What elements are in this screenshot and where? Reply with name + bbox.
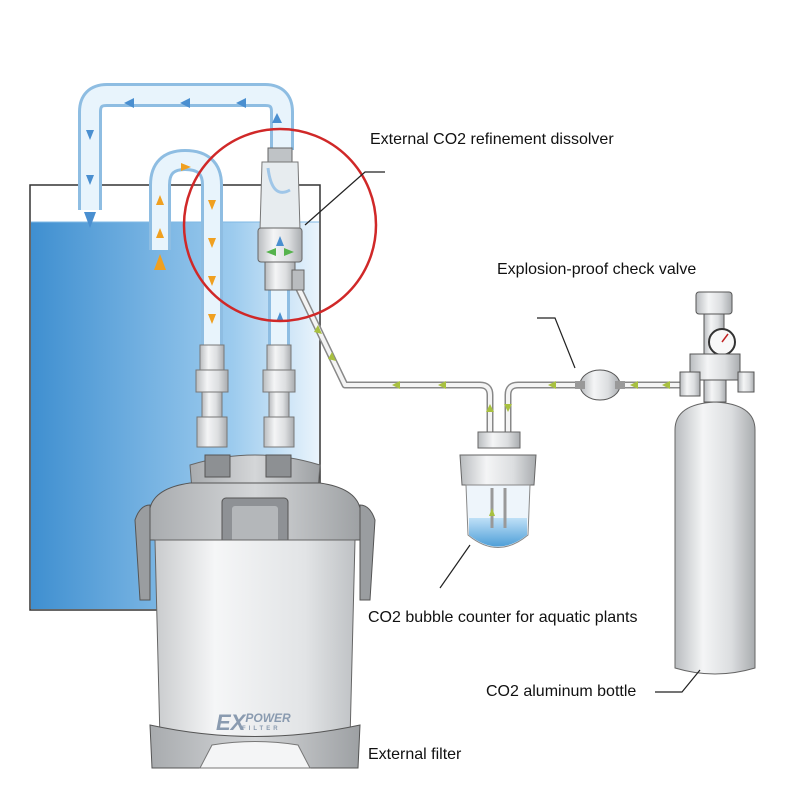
check-valve-label: Explosion-proof check valve	[497, 261, 697, 278]
arrow-icon	[236, 98, 246, 108]
arrow-icon	[504, 404, 512, 412]
co2-bottle	[674, 291, 756, 675]
arrow-icon	[489, 508, 495, 516]
filter-logo-main: EX	[216, 710, 246, 735]
arrow-icon	[86, 175, 94, 185]
co2-arrows	[314, 325, 670, 412]
arrow-icon	[548, 381, 556, 389]
arrow-icon	[208, 238, 216, 248]
filter-logo: EXPOWER FILTER	[216, 712, 291, 734]
flow-arrows-blue	[84, 98, 284, 322]
co2-dissolver	[257, 147, 305, 291]
bottle-label: CO2 aluminum bottle	[486, 683, 637, 700]
arrow-icon	[156, 228, 164, 238]
check-valve	[575, 369, 625, 401]
arrow-icon	[662, 381, 670, 389]
arrow-icon	[284, 248, 294, 256]
arrow-icon	[392, 381, 400, 389]
arrow-icon	[630, 381, 638, 389]
arrow-icon	[124, 98, 134, 108]
co2-line	[293, 283, 700, 440]
arrow-icon	[276, 236, 284, 246]
arrow-icon	[154, 254, 166, 270]
arrow-icon	[86, 130, 94, 140]
arrow-icon	[438, 381, 446, 389]
bubble-counter-label: CO2 bubble counter for aquatic plants	[368, 609, 638, 626]
arrow-icon	[266, 248, 276, 256]
arrow-icon	[276, 312, 284, 322]
intake-tube	[149, 149, 223, 350]
filter-label: External filter	[368, 746, 462, 763]
arrow-icon	[180, 98, 190, 108]
return-tube	[78, 83, 294, 210]
filter-logo-power: POWER	[245, 711, 291, 725]
hose-valves	[195, 344, 296, 448]
filter-logo-sub: FILTER	[242, 726, 281, 732]
arrow-icon	[208, 200, 216, 210]
bubble-counter	[459, 431, 537, 548]
arrow-icon	[272, 113, 282, 123]
arrow-icon	[328, 352, 336, 361]
arrow-icon	[208, 276, 216, 286]
arrow-icon	[208, 314, 216, 324]
arrow-icon	[156, 195, 164, 205]
arrow-icon	[486, 404, 494, 412]
external-filter	[134, 454, 376, 769]
flow-arrows-orange	[154, 163, 216, 324]
arrow-icon	[181, 163, 191, 171]
dissolver-highlight-circle	[182, 127, 378, 323]
dissolver-label: External CO2 refinement dissolver	[370, 131, 614, 148]
arrow-icon	[84, 212, 96, 228]
arrow-icon	[314, 325, 322, 334]
leader-lines	[304, 171, 701, 693]
